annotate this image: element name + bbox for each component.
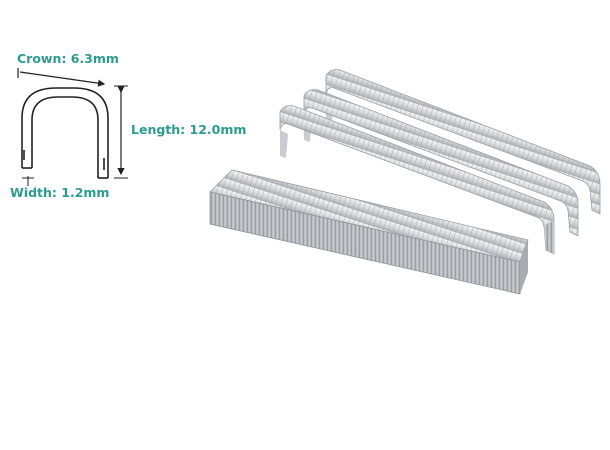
staple-outline-icon <box>21 87 109 179</box>
width-dimension-line <box>22 176 34 186</box>
staple-strips-product-image <box>209 69 601 295</box>
staple-strip-flat <box>209 169 529 295</box>
length-dimension-label: Length: 12.0mm <box>131 122 247 137</box>
crown-dimension-line <box>17 68 106 87</box>
staple-strip-front <box>279 105 555 255</box>
crown-dimension-label: Crown: 6.3mm <box>17 51 119 66</box>
length-dimension-line <box>114 85 128 179</box>
width-dimension-label: Width: 1.2mm <box>10 185 110 200</box>
